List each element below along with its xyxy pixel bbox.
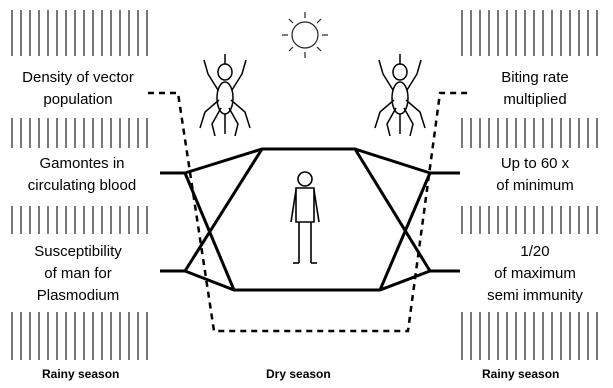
label-biting-rate-line2: multiplied: [470, 89, 600, 111]
label-fraction-line1: 1/20: [470, 241, 600, 263]
label-susceptibility-line3: Plasmodium: [8, 285, 148, 307]
label-up-to-line2: of minimum: [470, 175, 600, 197]
label-up-to: Up to 60 x of minimum: [470, 153, 600, 197]
label-gamontes: Gamontes in circulating blood: [6, 153, 158, 197]
mosquito-icon: [200, 54, 250, 136]
label-vector-density-line2: population: [8, 89, 148, 111]
label-fraction: 1/20 of maximum semi immunity: [470, 241, 600, 307]
label-fraction-line3: semi immunity: [470, 285, 600, 307]
vector-density-curve: [148, 93, 470, 331]
sun-icon: [282, 12, 328, 58]
human-figure-icon: [291, 172, 319, 263]
label-fraction-line2: of maximum: [470, 263, 600, 285]
label-gamontes-line2: circulating blood: [6, 175, 158, 197]
label-susceptibility-line2: of man for: [8, 263, 148, 285]
season-label-middle: Dry season: [266, 367, 331, 381]
gamontes-curve: [160, 149, 460, 173]
label-gamontes-line1: Gamontes in: [6, 153, 158, 175]
label-biting-rate: Biting rate multiplied: [470, 67, 600, 111]
season-label-right: Rainy season: [482, 367, 559, 381]
label-susceptibility: Susceptibility of man for Plasmodium: [8, 241, 148, 307]
season-label-left: Rainy season: [42, 367, 119, 381]
label-susceptibility-line1: Susceptibility: [8, 241, 148, 263]
label-vector-density-line1: Density of vector: [8, 67, 148, 89]
label-biting-rate-line1: Biting rate: [470, 67, 600, 89]
mosquito-icon: [375, 54, 425, 136]
label-up-to-line1: Up to 60 x: [470, 153, 600, 175]
curves: [148, 93, 470, 331]
label-vector-density: Density of vector population: [8, 67, 148, 111]
